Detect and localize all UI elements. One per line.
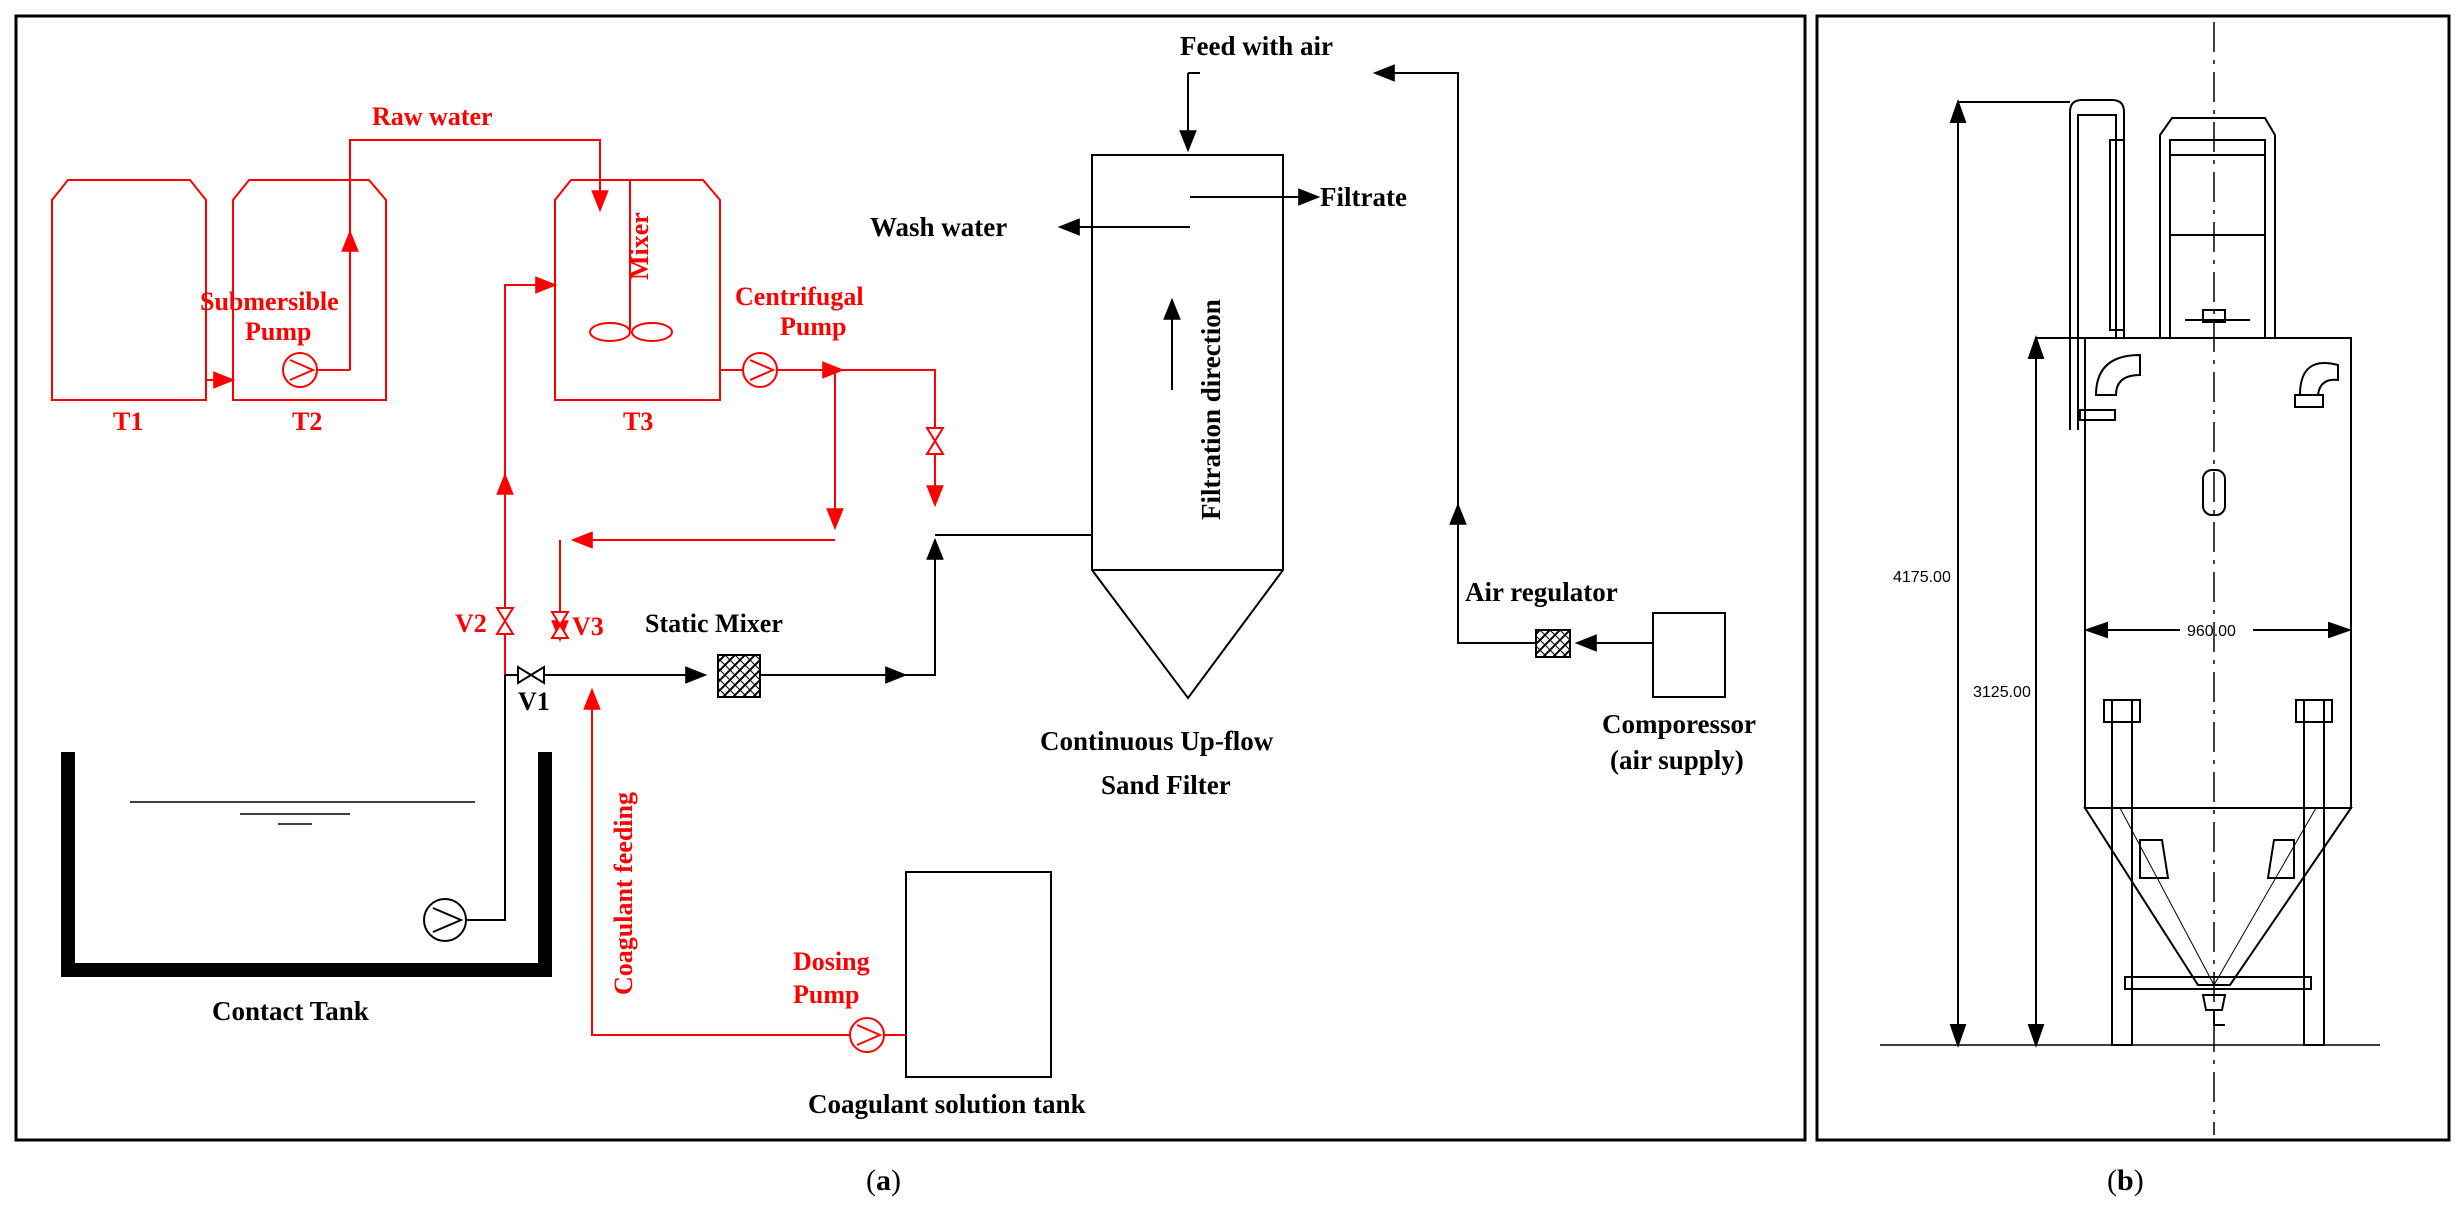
- gate-valve-icon: [550, 611, 570, 639]
- label-compressor-1: Comporessor: [1602, 709, 1756, 739]
- label-filtration-direction: Filtration direction: [1196, 299, 1226, 520]
- label-dosing-pump-2: Pump: [793, 980, 859, 1009]
- gate-valve-icon: [495, 607, 515, 635]
- label-dim-total-height: 4175.00: [1893, 569, 1951, 586]
- top-cage: [2159, 117, 2276, 338]
- coagulant-line: [583, 687, 850, 1036]
- label-t1: T1: [113, 407, 143, 436]
- label-mixer: Mixer: [625, 212, 654, 280]
- label-filtrate: Filtrate: [1320, 182, 1407, 212]
- label-dosing-pump-1: Dosing: [793, 947, 870, 976]
- sight-port: [2202, 469, 2226, 516]
- label-v1: V1: [518, 687, 550, 716]
- raw-water-line: [349, 139, 609, 370]
- elbow-left: [2094, 353, 2141, 396]
- label-compressor-2: (air supply): [1610, 745, 1744, 775]
- panel-a-frame: [14, 14, 1807, 1142]
- label-t2: T2: [292, 407, 322, 436]
- panel-b: 4175.00 3125.00 960.00 (b): [1815, 14, 2451, 1197]
- label-coagulant-tank: Coagulant solution tank: [808, 1089, 1086, 1119]
- label-feed-with-air: Feed with air: [1180, 31, 1333, 61]
- pump-icon: [423, 898, 467, 942]
- tank-t1: [51, 179, 207, 401]
- filter-vessel-body: [2084, 337, 2352, 809]
- panel-a: T1 T2 T3 Raw water Submersible Pump Mixe…: [14, 14, 1807, 1197]
- sand-filter: [1091, 154, 1284, 700]
- caption-b: (b): [2107, 1164, 2144, 1197]
- dimension-body-height: [2027, 334, 2085, 1049]
- label-submersible-pump-2: Pump: [245, 317, 311, 346]
- pump-icon: [742, 352, 778, 388]
- dimension-total-height: [1949, 98, 2070, 1049]
- elbow-right: [2298, 362, 2339, 396]
- label-static-mixer: Static Mixer: [645, 609, 783, 638]
- v2-line: [504, 276, 558, 700]
- label-v3: V3: [572, 612, 604, 641]
- label-submersible-pump-1: Submersible: [200, 287, 339, 316]
- leg-left: [2111, 699, 2133, 1046]
- label-sand-filter-1: Continuous Up-flow: [1040, 726, 1274, 756]
- riser-pipe: [2069, 99, 2125, 430]
- tank-t3: [554, 179, 721, 401]
- panel-b-frame: [1815, 14, 2451, 1142]
- filter-vessel-cone: [2083, 807, 2353, 986]
- gate-valve-icon: [517, 665, 545, 685]
- air-feed-line: [1372, 64, 1459, 510]
- label-v2: V2: [455, 609, 487, 638]
- static-mixer-icon: [717, 654, 761, 698]
- label-dim-width: 960.00: [2187, 623, 2236, 640]
- pump-icon: [849, 1017, 885, 1053]
- pump-icon: [282, 352, 318, 388]
- air-regulator-icon: [1535, 629, 1571, 658]
- gate-valve-icon: [925, 427, 945, 455]
- label-dim-body-height: 3125.00: [1973, 684, 2031, 701]
- label-centrifugal-pump-2: Pump: [780, 312, 846, 341]
- label-t3: T3: [623, 407, 653, 436]
- caption-a: (a): [866, 1164, 901, 1197]
- contact-tank: [61, 752, 552, 977]
- tank-t2: [232, 179, 387, 401]
- label-centrifugal-pump-1: Centrifugal: [735, 282, 864, 311]
- dimension-width: [2083, 621, 2353, 639]
- label-air-regulator: Air regulator: [1465, 577, 1618, 607]
- compressor: [1652, 612, 1726, 698]
- label-raw-water: Raw water: [372, 102, 493, 131]
- label-contact-tank: Contact Tank: [212, 996, 369, 1026]
- label-coagulant-feeding: Coagulant feeding: [609, 792, 638, 995]
- coagulant-tank: [905, 871, 1052, 1078]
- label-wash-water: Wash water: [870, 212, 1007, 242]
- mixer-impeller-icon: [589, 322, 673, 342]
- label-sand-filter-2: Sand Filter: [1101, 770, 1231, 800]
